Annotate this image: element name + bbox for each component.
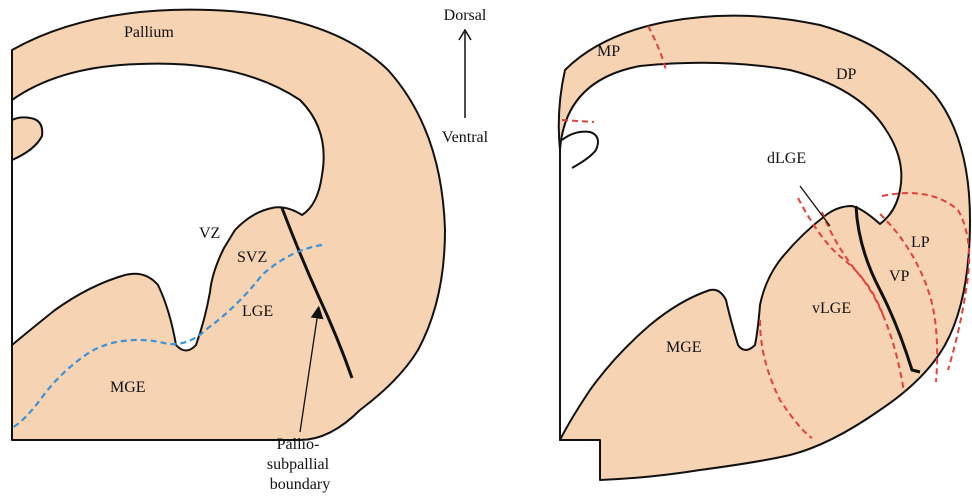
left-panel: Pallium VZ SVZ LGE MGE Pallio- subpallia…	[12, 10, 445, 493]
label-dp: DP	[836, 66, 857, 83]
label-mge-right: MGE	[666, 339, 702, 356]
boundary-label-line-2: subpallial	[267, 456, 330, 473]
label-pallium: Pallium	[124, 24, 174, 41]
right-panel: MP DP dLGE LP VP vLGE MGE	[559, 16, 970, 480]
label-mp: MP	[597, 43, 620, 60]
label-dlge: dLGE	[767, 150, 806, 167]
arrow-up-icon	[459, 30, 471, 118]
boundary-label-line-3: boundary	[270, 476, 330, 493]
label-mge: MGE	[110, 379, 146, 396]
label-svz: SVZ	[237, 249, 267, 266]
label-vz: VZ	[199, 225, 220, 242]
label-lp: LP	[911, 234, 930, 251]
label-vp: VP	[889, 268, 910, 285]
label-pallio-subpallial-boundary: Pallio- subpallial boundary	[267, 436, 333, 493]
label-dorsal: Dorsal	[444, 7, 487, 24]
orientation-indicator: Dorsal Ventral	[442, 7, 489, 146]
label-vlge: vLGE	[812, 300, 851, 317]
label-lge: LGE	[242, 303, 273, 320]
label-ventral: Ventral	[442, 129, 489, 146]
boundary-label-line-1: Pallio-	[277, 436, 320, 453]
